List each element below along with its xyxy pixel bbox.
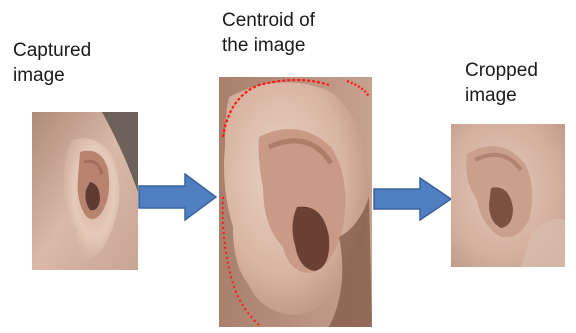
captured-image-label: Captured image [13, 38, 91, 88]
arrow-right-icon [138, 173, 218, 221]
cropped-image-label: Cropped image [465, 58, 538, 108]
arrow-right-icon [373, 177, 453, 221]
cropped-ear-image [451, 124, 565, 267]
captured-ear-photo [32, 112, 138, 270]
centroid-label: Centroid of the image [222, 8, 315, 58]
centroid-ear-image [219, 77, 372, 327]
